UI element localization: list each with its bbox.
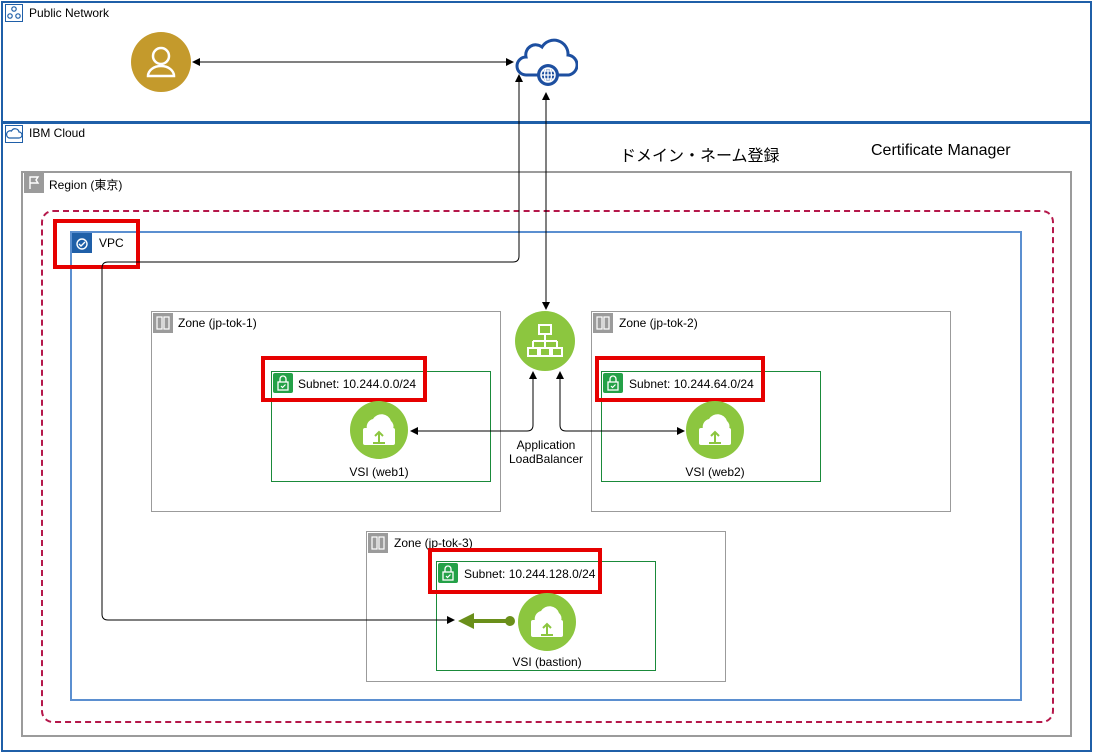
- vsi-icon: [686, 401, 744, 459]
- subnet-label: Subnet: 10.244.0.0/24: [298, 377, 417, 391]
- highlight-box: [53, 219, 140, 269]
- network-icon: [5, 4, 23, 22]
- vsi-label: VSI (web2): [685, 465, 745, 479]
- alb-web1-link: [410, 371, 537, 435]
- user-icon: [131, 32, 191, 92]
- datacenter-icon: [593, 313, 613, 333]
- public-network-label: Public Network: [29, 6, 110, 20]
- bastion-ssh-arrow: [458, 613, 515, 629]
- internet-to-bastion-link: [101, 74, 523, 624]
- datacenter-icon: [368, 533, 388, 553]
- vsi-label: VSI (bastion): [512, 655, 582, 669]
- vsi-label: VSI (web1): [349, 465, 409, 479]
- internet-cloud-icon: [514, 29, 579, 91]
- datacenter-icon: [153, 313, 173, 333]
- subnet-bastion: [436, 561, 656, 671]
- vsi-icon: [518, 593, 576, 651]
- vpc-label: VPC: [99, 236, 124, 250]
- vpc-icon: [72, 233, 92, 253]
- dns-service-label: ドメイン・ネーム登録: [620, 148, 780, 165]
- alb-label-line2: LoadBalancer: [508, 452, 584, 466]
- lock-icon: [273, 373, 293, 393]
- load-balancer-icon: [515, 311, 575, 371]
- region-label: Region (東京): [49, 178, 123, 192]
- alb-label-line1: Application: [516, 438, 576, 452]
- flag-icon: [24, 173, 44, 193]
- zone-label: Zone (jp-tok-1): [178, 316, 257, 330]
- cloud-icon: [5, 125, 23, 143]
- certificate-manager-label: Certificate Manager: [871, 142, 1011, 159]
- alb-web2-link: [556, 371, 685, 435]
- ibm-cloud-label: IBM Cloud: [29, 126, 86, 140]
- zone-label: Zone (jp-tok-2): [619, 316, 698, 330]
- vsi-icon: [350, 401, 408, 459]
